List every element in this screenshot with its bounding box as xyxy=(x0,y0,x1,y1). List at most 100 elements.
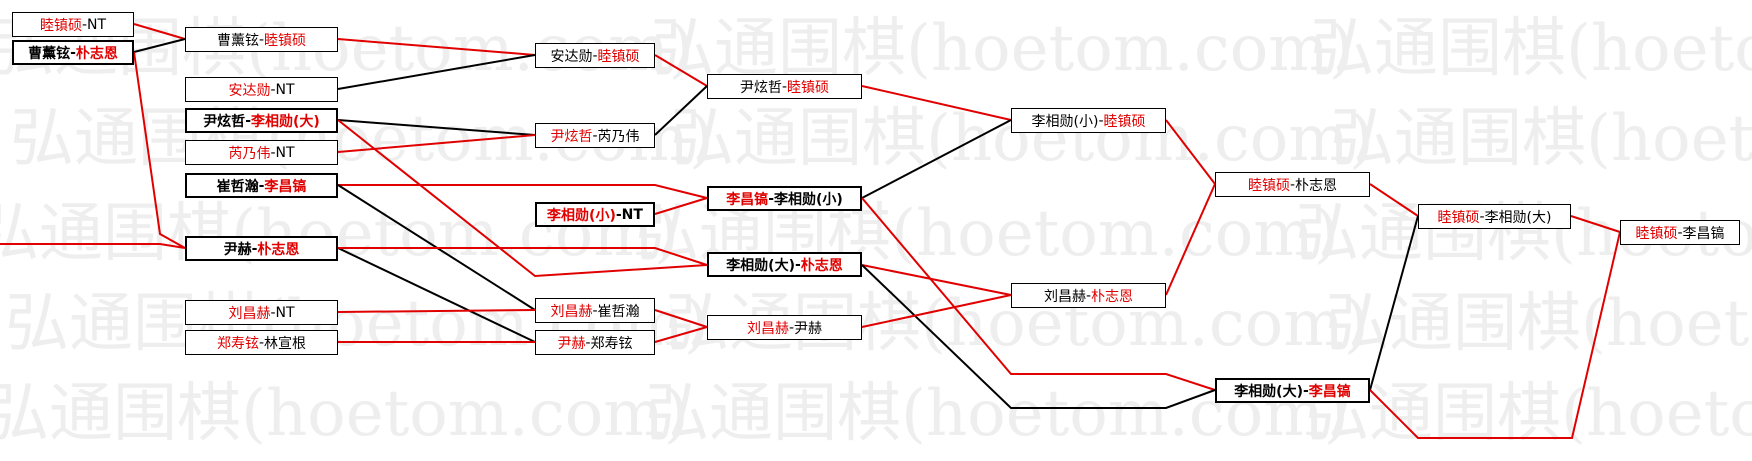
match-box: 李相勋(大)-李昌镐 xyxy=(1215,378,1370,403)
separator: - xyxy=(270,304,276,321)
player-one: 尹炫哲 xyxy=(203,113,246,130)
match-box: 李相勋(大)-朴志恩 xyxy=(707,252,862,277)
bracket-line xyxy=(861,119,1012,199)
separator: - xyxy=(270,81,276,98)
match-box: 尹炫哲-芮乃伟 xyxy=(535,123,655,148)
player-two: 李昌镐 xyxy=(1308,383,1351,400)
player-one: 安达勋 xyxy=(550,48,593,65)
player-two: 朴志恩 xyxy=(75,45,118,62)
separator: - xyxy=(1085,287,1092,304)
bracket-line xyxy=(1369,215,1419,391)
match-box: 尹炫哲-李相勋(大) xyxy=(185,108,338,133)
player-one: 睦镇硕 xyxy=(1247,177,1290,194)
bracket-line xyxy=(337,119,536,136)
separator: - xyxy=(258,177,265,194)
separator: - xyxy=(585,334,591,351)
separator: - xyxy=(258,31,265,48)
separator: - xyxy=(81,16,88,33)
bracket-line xyxy=(337,38,536,56)
separator: - xyxy=(251,240,258,257)
bracket-line xyxy=(861,294,1012,328)
player-one: 李昌镐 xyxy=(726,191,769,208)
match-box: 李相勋(小)-NT xyxy=(535,202,655,227)
player-one: 李相勋(大) xyxy=(1234,383,1303,400)
separator: - xyxy=(70,44,76,61)
match-box: 安达勋-NT xyxy=(185,77,338,102)
player-two: 李昌镐 xyxy=(1682,225,1725,242)
match-box: 刘昌赫-崔哲瀚 xyxy=(535,298,655,323)
bracket-line xyxy=(337,134,536,153)
player-two: 李相勋(大) xyxy=(1484,209,1552,226)
player-two: 睦镇硕 xyxy=(1103,113,1146,130)
player-two: 睦镇硕 xyxy=(597,48,640,65)
player-one: 曹薰铉 xyxy=(216,32,259,49)
match-box: 睦镇硕-朴志恩 xyxy=(1215,172,1370,197)
bracket-line xyxy=(0,243,186,249)
player-one: 郑寿铉 xyxy=(216,335,259,352)
player-two: NT xyxy=(275,144,295,161)
bracket-line xyxy=(133,23,186,40)
player-one: 李相勋(小) xyxy=(1031,113,1099,130)
bracket-line xyxy=(1570,215,1621,233)
player-one: 曹薰铉 xyxy=(28,45,71,62)
match-box: 安达勋-睦镇硕 xyxy=(535,43,655,68)
bracket-line xyxy=(654,326,708,343)
bracket-line xyxy=(337,309,536,313)
separator: - xyxy=(1098,112,1104,129)
player-two: 林宣根 xyxy=(264,335,307,352)
separator: - xyxy=(270,144,276,161)
player-two: NT xyxy=(275,304,295,321)
separator: - xyxy=(781,78,788,95)
player-one: 睦镇硕 xyxy=(1437,209,1480,226)
player-one: 芮乃伟 xyxy=(228,145,271,162)
separator: - xyxy=(1479,208,1485,225)
player-two: 朴志恩 xyxy=(1295,177,1338,194)
match-box: 芮乃伟-NT xyxy=(185,140,338,165)
player-two: NT xyxy=(87,16,107,33)
player-two: 李相勋(大) xyxy=(251,113,320,130)
bracket-line xyxy=(338,247,708,266)
separator: - xyxy=(592,127,598,144)
match-box: 刘昌赫-朴志恩 xyxy=(1011,283,1166,308)
player-one: 崔哲瀚 xyxy=(216,178,259,195)
bracket-line xyxy=(654,85,708,136)
bracket-line xyxy=(1165,183,1216,296)
bracket-line xyxy=(861,264,1012,296)
player-one: 刘昌赫 xyxy=(228,305,271,322)
player-two: 崔哲瀚 xyxy=(597,303,640,320)
match-box: 睦镇硕-李相勋(大) xyxy=(1418,204,1571,229)
player-two: 朴志恩 xyxy=(257,241,300,258)
player-two: 睦镇硕 xyxy=(787,79,830,96)
player-two: 睦镇硕 xyxy=(264,32,307,49)
match-box: 刘昌赫-NT xyxy=(185,300,338,325)
bracket-line xyxy=(337,54,536,90)
bracket-line xyxy=(654,54,708,87)
match-box: 睦镇硕-NT xyxy=(12,12,134,37)
player-one: 刘昌赫 xyxy=(746,320,789,337)
player-two: NT xyxy=(621,206,643,223)
bracket-line xyxy=(133,38,186,53)
match-box: 李相勋(小)-睦镇硕 xyxy=(1011,108,1166,133)
player-one: 安达勋 xyxy=(228,82,271,99)
player-one: 刘昌赫 xyxy=(1043,288,1086,305)
match-box: 尹赫-郑寿铉 xyxy=(535,330,655,355)
player-two: 朴志恩 xyxy=(800,257,843,274)
player-one: 尹炫哲 xyxy=(550,128,593,145)
bracket-line xyxy=(338,184,708,199)
player-one: 尹赫 xyxy=(557,335,586,352)
player-one: 尹炫哲 xyxy=(739,79,782,96)
match-box: 郑寿铉-林宣根 xyxy=(185,330,338,355)
bracket-line xyxy=(337,247,536,343)
separator: - xyxy=(788,319,795,336)
player-two: 郑寿铉 xyxy=(590,335,633,352)
player-one: 刘昌赫 xyxy=(550,303,593,320)
bracket-line xyxy=(337,119,708,278)
bracket-line xyxy=(1369,183,1419,217)
bracket-line xyxy=(654,309,708,328)
match-box: 刘昌赫-尹赫 xyxy=(707,315,862,340)
player-one: 李相勋(大) xyxy=(726,257,795,274)
separator: - xyxy=(592,47,598,64)
match-box: 曹薰铉-睦镇硕 xyxy=(185,27,338,52)
bracket-line xyxy=(861,197,1216,391)
